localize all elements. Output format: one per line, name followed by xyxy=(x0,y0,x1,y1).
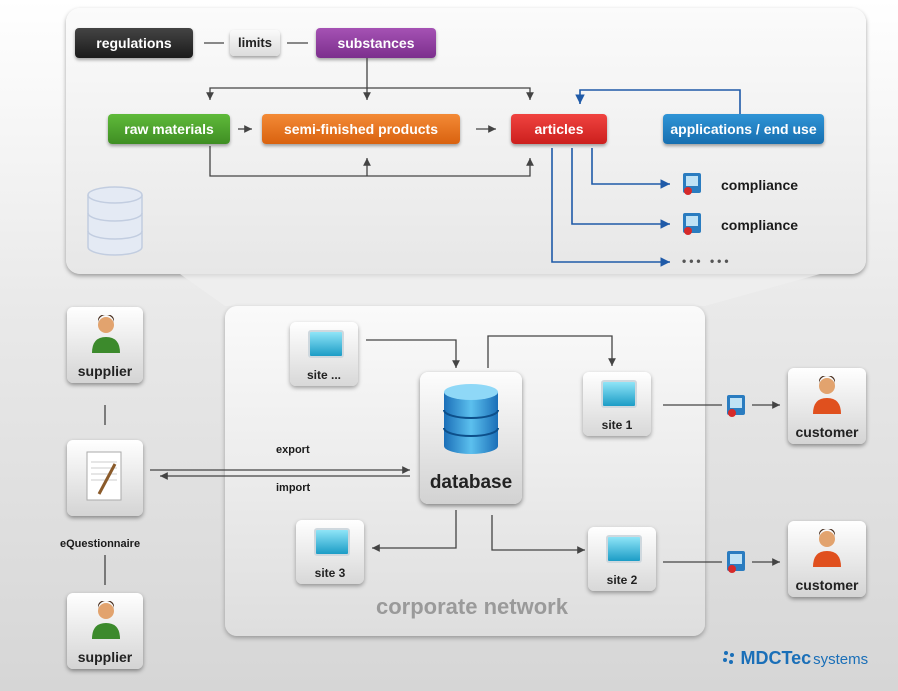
database-label: database xyxy=(429,472,513,493)
site-label: site 1 xyxy=(601,418,633,432)
site-1-node: site 1 xyxy=(583,372,651,436)
supplier-label: supplier xyxy=(77,649,133,665)
articles-box: articles xyxy=(511,114,607,144)
monitor-icon xyxy=(314,528,350,556)
database-icon xyxy=(443,384,499,454)
person-icon xyxy=(92,601,120,639)
site-dots-node: site ... xyxy=(290,322,358,386)
export-label: export xyxy=(276,444,310,456)
customer-bottom-tile: customer xyxy=(788,521,866,597)
compliance-label-1: compliance xyxy=(721,177,799,193)
customer-label: customer xyxy=(795,577,859,593)
person-icon xyxy=(813,376,841,414)
regulations-box: regulations xyxy=(75,28,193,58)
site-label: site 3 xyxy=(314,566,346,580)
limits-box: limits xyxy=(230,30,280,56)
substances-box: substances xyxy=(316,28,436,58)
compliance-label-2: compliance xyxy=(721,217,799,233)
logo-text-systems: systems xyxy=(813,651,869,668)
document-pen-icon xyxy=(86,451,122,501)
certificate-icon xyxy=(683,173,701,195)
supplier-bottom-tile: supplier xyxy=(67,593,143,669)
monitor-icon xyxy=(606,535,642,563)
logo-text-mdctec: MDCTec xyxy=(740,648,812,668)
database-tile: database xyxy=(420,372,522,504)
applications-box: applications / end use xyxy=(663,114,824,144)
certificate-icon xyxy=(683,213,701,235)
person-icon xyxy=(813,529,841,567)
customer-label: customer xyxy=(795,424,859,440)
monitor-icon xyxy=(601,380,637,408)
database-icon xyxy=(87,186,143,256)
site-2-node: site 2 xyxy=(588,527,656,591)
logo-dots-icon xyxy=(723,651,734,664)
semi-finished-products-box: semi-finished products xyxy=(262,114,460,144)
corporate-network-label: corporate network xyxy=(376,594,568,619)
certificate-icon xyxy=(727,551,745,573)
site-label: site ... xyxy=(306,368,341,382)
more-items-ellipsis: ••• ••• xyxy=(682,254,732,268)
supplier-label: supplier xyxy=(77,363,133,379)
site-label: site 2 xyxy=(606,573,638,587)
customer-top-tile: customer xyxy=(788,368,866,444)
import-label: import xyxy=(276,482,311,494)
monitor-icon xyxy=(308,330,344,358)
certificate-icon xyxy=(727,395,745,417)
supplier-top-tile: supplier xyxy=(67,307,143,383)
equestionnaire-label: eQuestionnaire xyxy=(60,538,141,550)
raw-materials-box: raw materials xyxy=(108,114,230,144)
person-icon xyxy=(92,315,120,353)
equestionnaire-tile xyxy=(67,440,143,516)
site-3-node: site 3 xyxy=(296,520,364,584)
